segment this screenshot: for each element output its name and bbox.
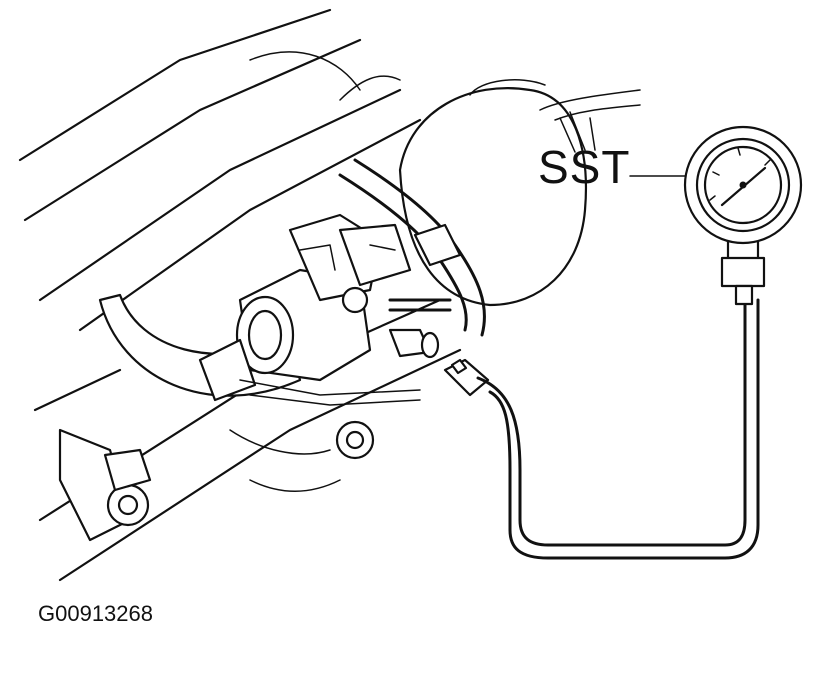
figure-code: G00913268: [38, 601, 153, 626]
callout-label-sst: SST: [538, 141, 631, 193]
pump-fitting: [388, 328, 440, 359]
fuel-pump: [198, 213, 412, 402]
gauge-hose: [443, 298, 760, 560]
pressure-gauge-icon: [683, 125, 803, 306]
fuel-lines: [239, 158, 486, 406]
callout-tick-marks: [559, 111, 596, 153]
